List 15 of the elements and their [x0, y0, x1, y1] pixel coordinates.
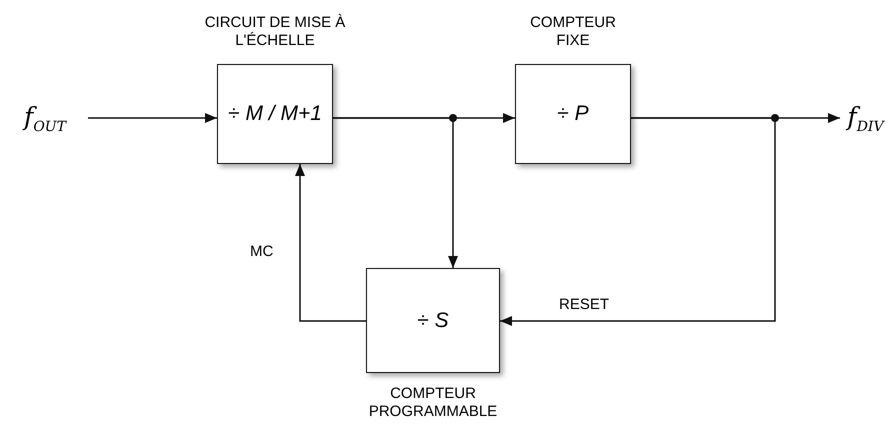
divider-label: ÷ S: [417, 308, 449, 332]
block-caption: COMPTEUR PROGRAMMABLE: [368, 385, 498, 421]
arrow: [333, 117, 458, 268]
block-caption: CIRCUIT DE MISE À L'ÉCHELLE: [204, 14, 346, 50]
arrow: [500, 117, 776, 326]
block-caption: COMPTEUR FIXE: [529, 14, 617, 50]
divider-label: ÷ P: [557, 102, 589, 126]
process-box: [515, 64, 631, 164]
arrow: [88, 113, 217, 123]
signal-label: f$_{DIV}$: [840, 96, 891, 140]
process-box: [366, 268, 500, 373]
process-box: [217, 64, 333, 164]
divider-label: ÷ M / M+1: [228, 102, 322, 126]
signal-label: f$_{OUT}$: [2, 96, 88, 140]
arrow: [295, 164, 366, 322]
